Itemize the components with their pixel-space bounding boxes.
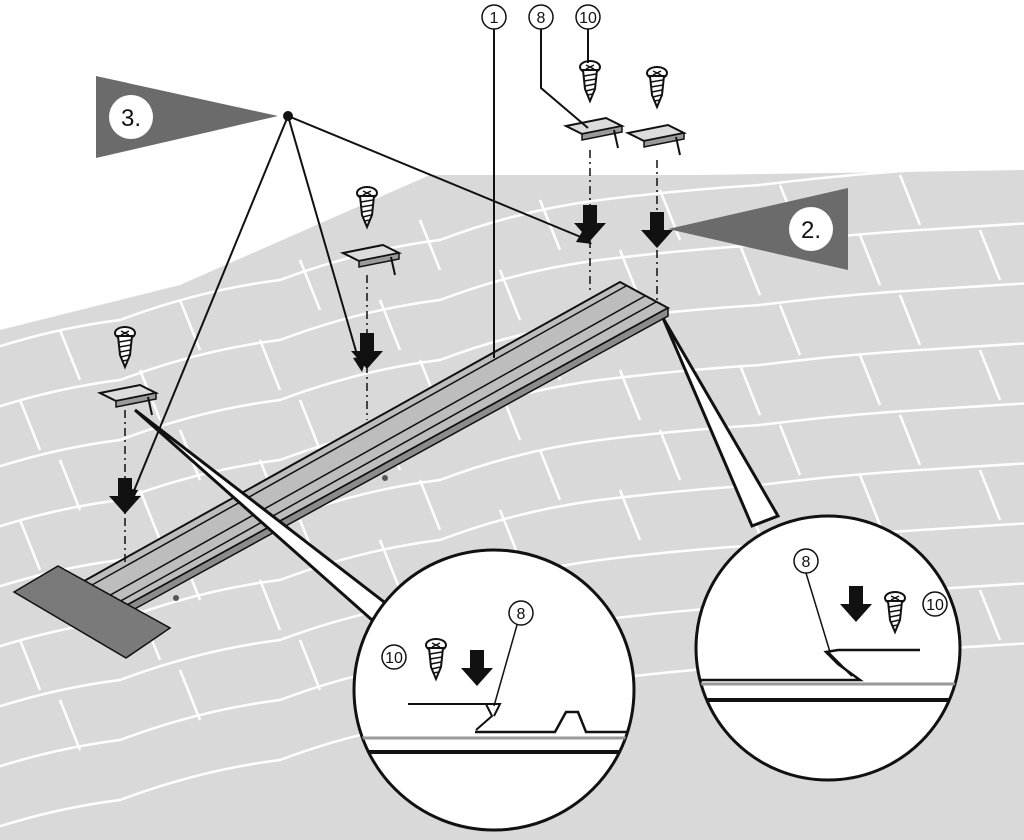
callout-screw: 10 bbox=[575, 4, 601, 63]
step-3-pointer-lines bbox=[130, 115, 589, 499]
callout-clip: 8 bbox=[528, 4, 589, 129]
clip-icon bbox=[627, 124, 685, 156]
detail-right-callout-10: 10 bbox=[926, 597, 944, 614]
detail-right-leader bbox=[661, 317, 781, 528]
detail-right: 8 10 bbox=[694, 514, 962, 782]
callout-8-label: 8 bbox=[537, 10, 546, 27]
detail-left-callout-10: 10 bbox=[385, 650, 403, 667]
pointer-origin-dot bbox=[283, 111, 293, 121]
detail-left-callout-8: 8 bbox=[517, 606, 526, 623]
callout-1-label: 1 bbox=[490, 10, 499, 27]
step-2-banner: 2. bbox=[668, 188, 848, 270]
clip-icon bbox=[565, 117, 623, 149]
screw-icon bbox=[646, 66, 668, 108]
step-3-label: 3. bbox=[121, 105, 141, 132]
screw-icon bbox=[579, 60, 601, 102]
step-2-label: 2. bbox=[801, 217, 821, 244]
callout-rail: 1 bbox=[481, 4, 507, 358]
callout-10-label: 10 bbox=[579, 10, 597, 27]
detail-left: 10 8 bbox=[352, 548, 636, 832]
step-3-banner: 3. bbox=[96, 76, 278, 158]
pointer-arrowheads bbox=[124, 230, 592, 504]
detail-right-callout-8: 8 bbox=[802, 554, 811, 571]
flashing-plate bbox=[12, 565, 172, 659]
